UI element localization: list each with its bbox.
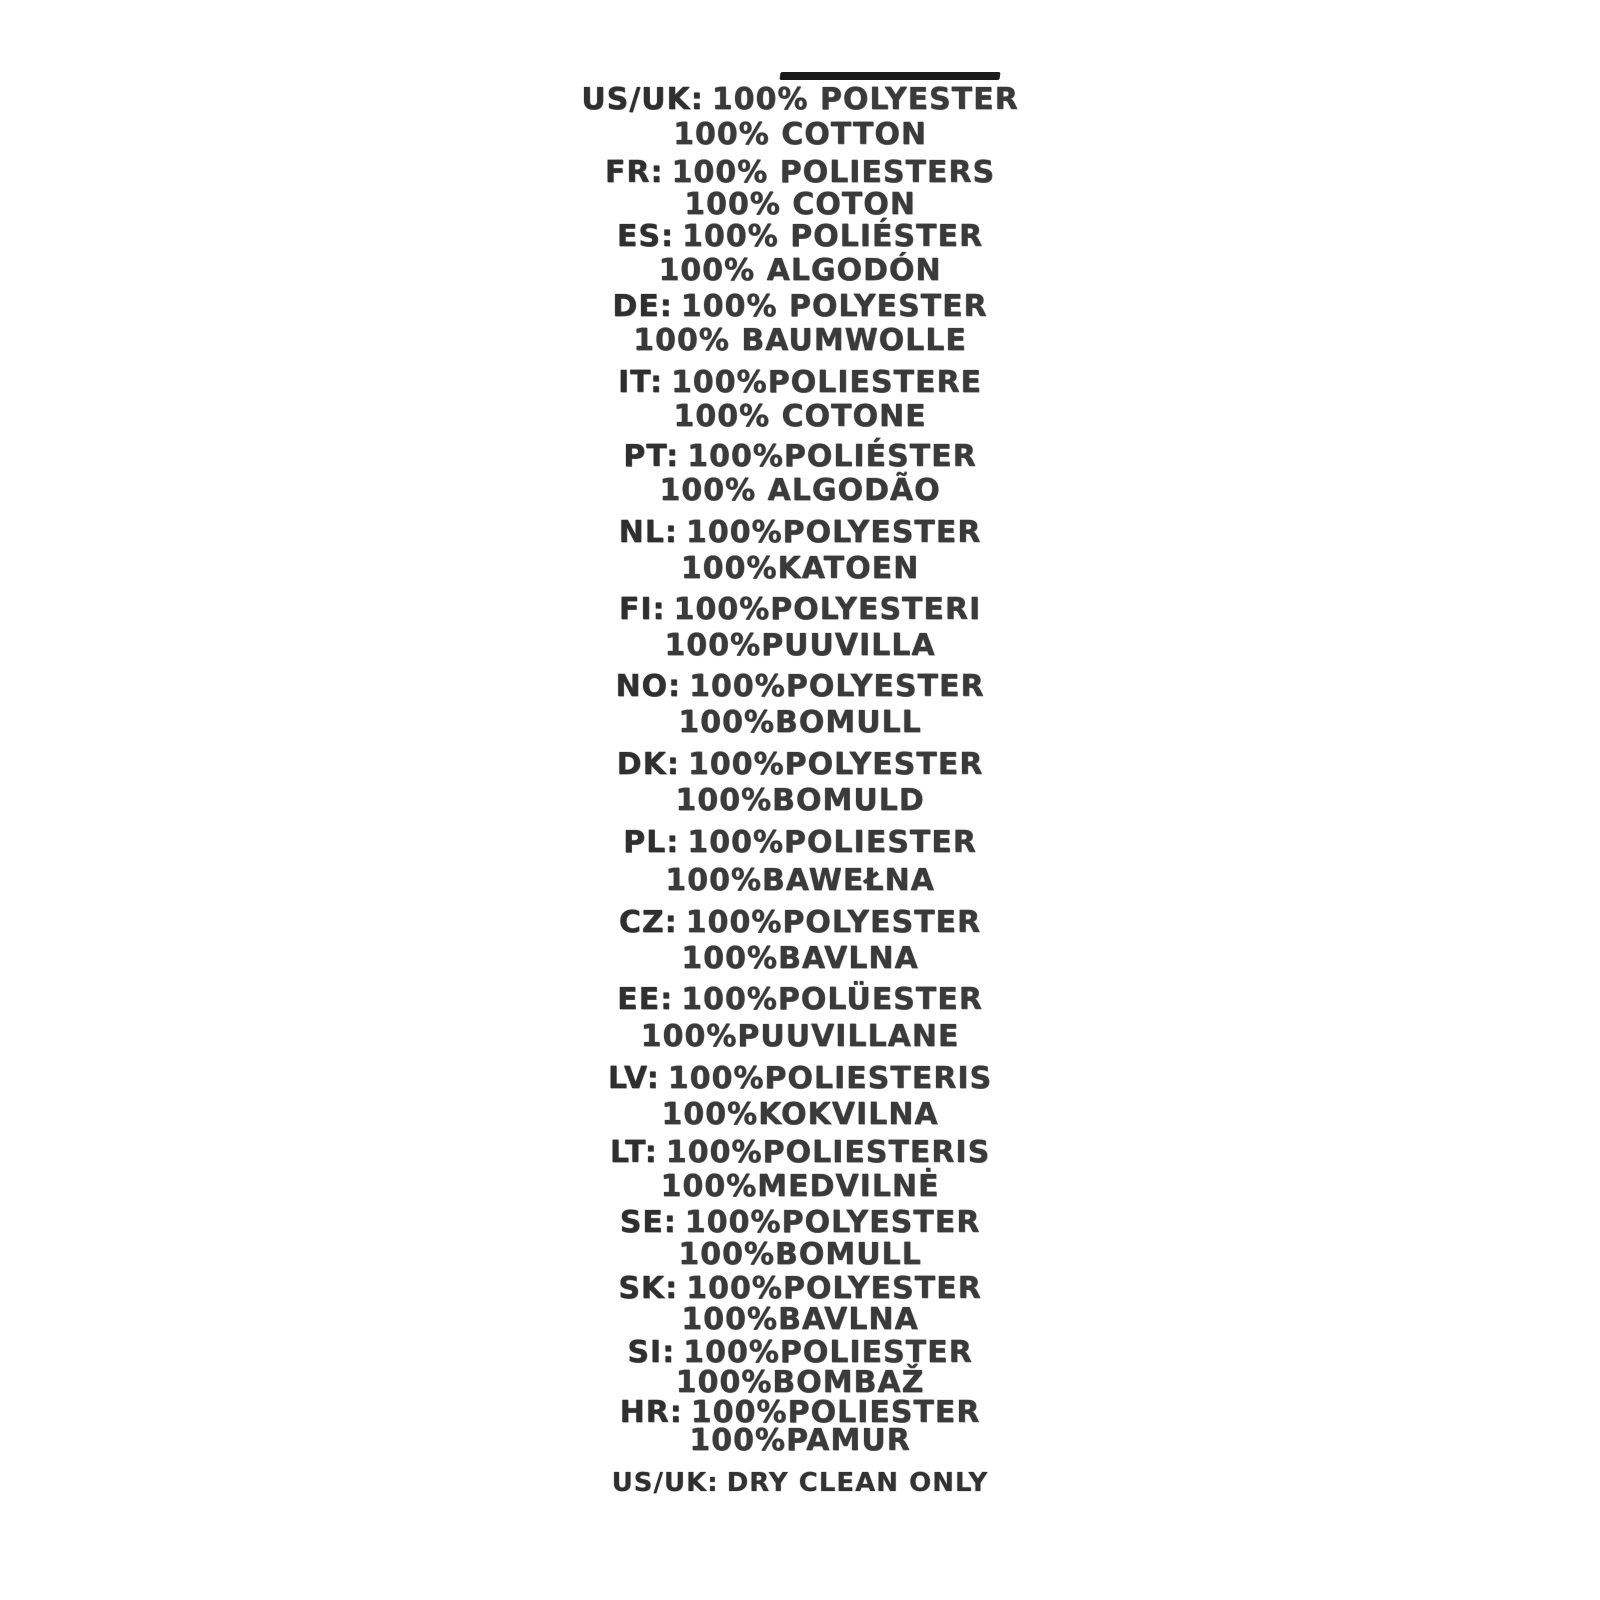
composition-text: 100%POLYESTER: [685, 905, 982, 940]
composition-line-secondary: 100%BOMULD: [675, 783, 925, 818]
country-code: HR:: [619, 1395, 683, 1430]
composition-line-primary: PT:100%POLIÉSTER: [500, 442, 1100, 472]
composition-line-primary: ES:100% POLIÉSTER: [500, 222, 1100, 252]
country-code: PT:: [623, 439, 680, 474]
composition-line-secondary: 100% COTTON: [673, 117, 927, 152]
composition-line-primary: PL:100%POLIESTER: [500, 828, 1100, 858]
composition-line-secondary: 100%MEDVILNĖ: [660, 1169, 940, 1204]
composition-line-secondary: 100%BOMBAŽ: [675, 1365, 925, 1400]
composition-line-secondary: 100%BAVLNA: [681, 941, 919, 976]
composition-text: 100%POLIESTER: [687, 825, 977, 860]
composition-text: 100% POLIÉSTER: [682, 219, 984, 254]
composition-line-secondary: 100% ALGODÓN: [658, 253, 942, 288]
composition-line-primary: SE:100%POLYESTER: [500, 1208, 1100, 1238]
composition-text: 100%POLYESTER: [686, 1271, 982, 1306]
composition-line-secondary: 100% COTONE: [673, 399, 927, 434]
composition-line-secondary: 100% ALGODÃO: [659, 473, 941, 508]
composition-line-primary: US/UK:100% POLYESTER: [500, 85, 1100, 115]
label-top-edge: [779, 72, 1001, 80]
country-code: NO:: [615, 669, 682, 704]
country-code: IT:: [617, 365, 663, 400]
composition-text: 100%POLIESTERIS: [665, 1135, 991, 1170]
composition-line-secondary: 100%BAVLNA: [681, 1302, 919, 1337]
composition-text: 100%POLIESTER: [683, 1335, 973, 1370]
composition-line-secondary: 100% BAUMWOLLE: [633, 323, 967, 358]
country-code: SI:: [627, 1335, 676, 1370]
care-text: DRY CLEAN ONLY: [726, 1468, 989, 1498]
composition-text: 100%POLIÉSTER: [687, 439, 977, 474]
country-code: US/UK:: [581, 82, 704, 117]
country-code: LV:: [607, 1061, 660, 1096]
country-code: ES:: [616, 219, 675, 254]
composition-line-secondary: 100%PUUVILLA: [664, 628, 936, 663]
country-code: LT:: [609, 1135, 658, 1170]
composition-text: 100%POLYESTER: [687, 747, 984, 782]
composition-line-primary: DK:100%POLYESTER: [500, 750, 1100, 780]
composition-line-primary: DE:100% POLYESTER: [500, 292, 1100, 322]
composition-line-secondary: 100%PUUVILLANE: [640, 1019, 960, 1054]
country-code: NL:: [618, 515, 678, 550]
composition-text: 100% POLYESTER: [680, 289, 988, 324]
composition-line-primary: CZ:100%POLYESTER: [500, 908, 1100, 938]
care-country-code: US/UK:: [611, 1468, 719, 1498]
composition-line-secondary: 100%KOKVILNA: [661, 1097, 939, 1132]
composition-line-primary: NL:100%POLYESTER: [500, 518, 1100, 548]
composition-line-primary: LV:100%POLIESTERIS: [500, 1064, 1100, 1094]
country-code: FR:: [604, 155, 664, 190]
composition-text: 100% POLIESTERS: [671, 155, 996, 190]
composition-line-primary: NO:100%POLYESTER: [500, 672, 1100, 702]
country-code: DK:: [616, 747, 680, 782]
composition-line-primary: IT:100%POLIESTERE: [500, 368, 1100, 398]
composition-text: 100% POLYESTER: [711, 82, 1019, 117]
composition-text: 100%POLÜESTER: [681, 982, 983, 1017]
country-code: DE:: [612, 289, 673, 324]
composition-line-primary: FI:100%POLYESTERI: [500, 595, 1100, 625]
composition-text: 100%POLIESTER: [690, 1395, 981, 1430]
composition-line-secondary: 100%KATOEN: [680, 551, 920, 586]
composition-line-secondary: 100%BAWEŁNA: [665, 863, 935, 898]
country-code: CZ:: [618, 905, 678, 940]
composition-line-secondary: 100%BOMULL: [678, 1237, 922, 1272]
composition-line-primary: LT:100%POLIESTERIS: [500, 1138, 1100, 1168]
composition-text: 100%POLIESTERIS: [667, 1061, 993, 1096]
composition-text: 100%POLYESTER: [689, 669, 985, 704]
composition-line-secondary: 100%PAMUR: [689, 1423, 911, 1458]
country-code: FI:: [618, 592, 666, 627]
composition-line-secondary: 100%BOMULL: [678, 705, 922, 740]
care-instruction: US/UK:DRY CLEAN ONLY: [500, 1470, 1100, 1496]
composition-line-primary: HR:100%POLIESTER: [500, 1398, 1100, 1428]
country-code: PL:: [623, 825, 680, 860]
country-code: SK:: [618, 1271, 679, 1306]
composition-line-primary: FR:100% POLIESTERS: [500, 158, 1100, 188]
composition-line-secondary: 100% COTON: [684, 187, 916, 222]
composition-line-primary: SK:100%POLYESTER: [500, 1274, 1100, 1304]
composition-text: 100%POLYESTERI: [673, 592, 982, 627]
composition-text: 100%POLYESTER: [684, 1205, 981, 1240]
country-code: EE:: [617, 982, 674, 1017]
composition-text: 100%POLYESTER: [685, 515, 982, 550]
composition-line-primary: SI:100%POLIESTER: [500, 1338, 1100, 1368]
country-code: SE:: [619, 1205, 677, 1240]
composition-line-primary: EE:100%POLÜESTER: [500, 985, 1100, 1015]
composition-text: 100%POLIESTERE: [670, 365, 983, 400]
